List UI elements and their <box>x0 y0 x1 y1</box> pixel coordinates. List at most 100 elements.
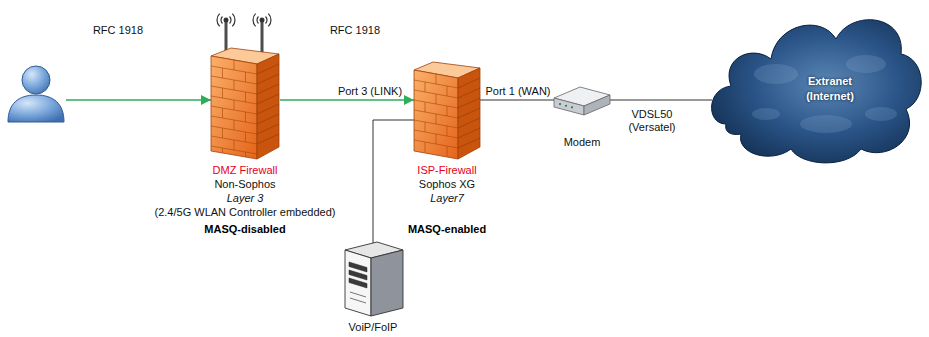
brick-line <box>257 74 279 84</box>
brick-joint <box>222 128 223 138</box>
brick-joint <box>245 132 246 142</box>
node-title: VoiP/FoIP <box>330 320 416 334</box>
brick-joint <box>234 80 235 90</box>
cloud-outline <box>712 20 922 163</box>
brick-line <box>257 124 279 134</box>
firewall-node: DMZ FirewallNon-SophosLayer 3(2.4/5G WLA… <box>152 8 339 236</box>
brick-line <box>458 128 480 138</box>
node-text: Layer 3 <box>152 191 339 205</box>
drive-bay <box>349 278 367 288</box>
node-title: DMZ Firewall <box>152 163 339 177</box>
brick-joint <box>447 126 448 136</box>
brick-line <box>458 108 480 118</box>
cloud-node: Extranet (Internet) <box>706 4 926 166</box>
brick-line <box>458 138 480 148</box>
server-side <box>371 250 403 316</box>
brick-joint <box>245 152 246 157</box>
brick-line <box>257 84 279 94</box>
radio-wave <box>217 14 220 27</box>
modem-node: Modem <box>549 84 615 149</box>
connector-line <box>480 100 554 101</box>
brick-joint <box>436 114 437 124</box>
firewall-front <box>211 56 257 159</box>
status-led <box>571 106 573 108</box>
network-label: RFC 1918 <box>91 24 145 37</box>
modem-icon <box>552 84 612 118</box>
node-text: MASQ-disabled <box>152 222 339 236</box>
node-text: Layer7 <box>405 191 490 205</box>
drive-bay <box>349 262 367 272</box>
antenna-tip <box>260 18 265 23</box>
brick-line <box>458 118 480 128</box>
node-text: (2.4/5G WLAN Controller embedded) <box>152 205 339 219</box>
brick-joint <box>234 140 235 150</box>
server-icon <box>333 240 413 318</box>
vent-line <box>350 292 366 297</box>
radio-wave <box>230 16 231 23</box>
modem-icon <box>552 84 612 118</box>
antenna-tip <box>224 18 229 23</box>
brick-joint <box>222 88 223 98</box>
radio-wave <box>253 14 256 27</box>
brick-joint <box>436 134 437 144</box>
brick-line <box>458 78 480 88</box>
vent-line <box>350 298 366 303</box>
radio-wave <box>268 14 271 27</box>
radio-wave <box>257 16 258 23</box>
radio-wave <box>221 16 222 23</box>
brick-line <box>458 88 480 98</box>
brick-joint <box>222 68 223 78</box>
brick-joint <box>436 74 437 84</box>
cloud-body <box>712 20 922 163</box>
user-link <box>66 99 211 101</box>
brick-joint <box>245 112 246 122</box>
brick-line <box>257 104 279 114</box>
brick-joint <box>245 92 246 102</box>
radio-wave <box>266 16 267 23</box>
brick-line <box>257 114 279 124</box>
firewall-front <box>414 70 458 159</box>
connector-line <box>280 99 414 101</box>
cloud-highlight <box>754 64 798 84</box>
brick-line <box>458 98 480 108</box>
user-icon <box>8 66 64 122</box>
status-led <box>565 105 567 107</box>
server-body <box>345 242 403 316</box>
cloud-highlight <box>865 107 897 121</box>
brick-joint <box>425 82 426 92</box>
port-label: Port 1 (WAN) <box>484 85 553 98</box>
brick-line <box>257 94 279 104</box>
firewall-side <box>257 54 279 159</box>
modem-front <box>554 98 584 115</box>
radio-wave <box>232 14 235 27</box>
node-text: MASQ-enabled <box>405 222 490 236</box>
cloud-highlight <box>752 108 780 120</box>
node-title: Extranet (Internet) <box>792 74 868 104</box>
brick-joint <box>234 100 235 110</box>
firewall-body <box>211 14 279 159</box>
connector-line <box>610 100 712 101</box>
antenna-rod <box>225 20 228 54</box>
server-icon <box>333 240 413 318</box>
user-body <box>8 95 64 122</box>
brick-joint <box>447 146 448 156</box>
server-node: VoiP/FoIP <box>330 240 416 334</box>
brick-joint <box>425 142 426 152</box>
brick-joint <box>234 120 235 130</box>
node-text: Sophos XG <box>405 177 490 191</box>
node-title: Modem <box>549 135 615 149</box>
firewall-body <box>414 62 480 159</box>
brick-joint <box>425 102 426 112</box>
server-front <box>345 250 371 316</box>
brick-joint <box>245 72 246 82</box>
node-title: ISP-Firewall <box>405 163 490 177</box>
firewall-icon <box>412 60 482 161</box>
brick-joint <box>447 86 448 96</box>
status-led <box>559 103 561 105</box>
firewall-icon <box>209 8 281 161</box>
modem-body <box>554 87 610 115</box>
brick-line <box>257 64 279 74</box>
drive-bay <box>349 270 367 280</box>
brick-joint <box>222 148 223 153</box>
